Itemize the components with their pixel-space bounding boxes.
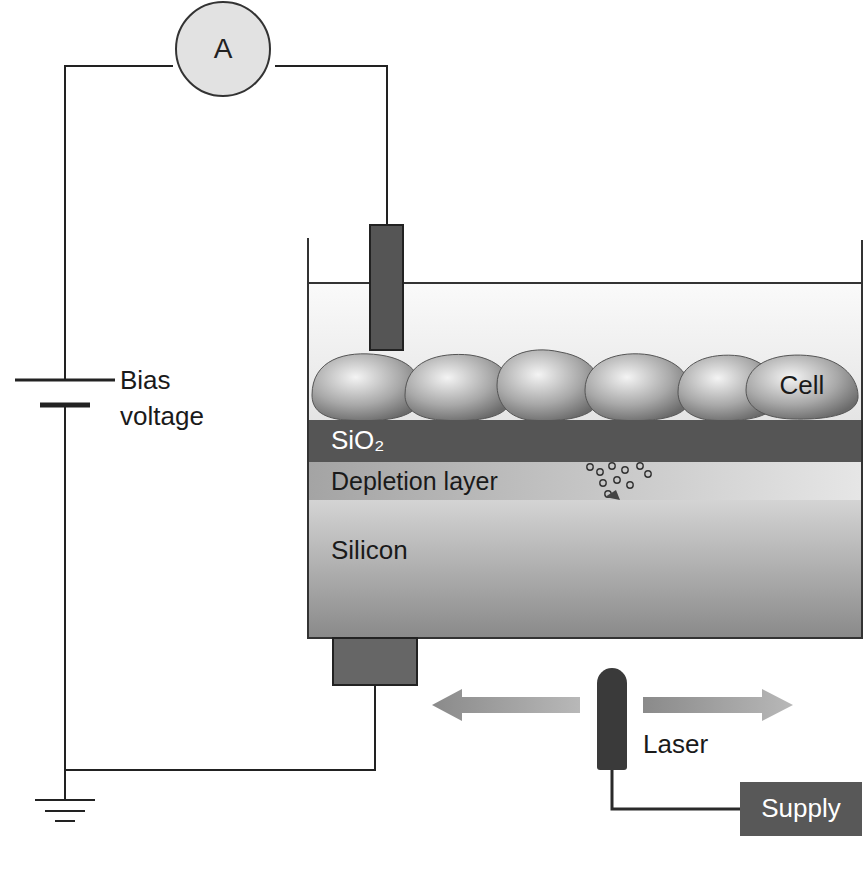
carrier-dot bbox=[622, 467, 628, 473]
bias-voltage-label: Bias voltage bbox=[120, 362, 245, 435]
scan-arrow bbox=[432, 689, 580, 721]
cell-label: Cell bbox=[742, 350, 862, 422]
battery-plate bbox=[15, 379, 115, 382]
carrier-dot bbox=[605, 491, 611, 497]
laser-probe-text: Laser bbox=[643, 730, 673, 760]
carrier-dot bbox=[609, 463, 615, 469]
reference-electrode bbox=[370, 225, 403, 350]
photon-mark bbox=[605, 490, 620, 500]
cells bbox=[312, 350, 777, 421]
carrier-dot bbox=[645, 471, 651, 477]
silicon-substrate: Silicon bbox=[309, 500, 861, 637]
ammeter: A bbox=[173, 0, 273, 98]
wire bbox=[65, 66, 173, 380]
supply-cable bbox=[612, 770, 740, 809]
carrier-dot bbox=[597, 469, 603, 475]
ammeter-circle bbox=[176, 2, 270, 96]
depletion-layer: Depletion layer bbox=[309, 462, 861, 500]
ammeter-text: A bbox=[214, 33, 233, 65]
power-supply: Supply bbox=[740, 782, 862, 836]
power-supply-text: Supply bbox=[761, 794, 841, 824]
label-anchor: Bias voltage bbox=[120, 362, 245, 435]
carrier-dot bbox=[627, 482, 633, 488]
wire bbox=[275, 66, 387, 225]
carrier-dot bbox=[614, 477, 620, 483]
laser-probe: Laser bbox=[597, 668, 627, 770]
silicon-substrate-text: Silicon bbox=[331, 536, 861, 566]
ground-symbol bbox=[35, 800, 95, 821]
depletion-layer-text: Depletion layer bbox=[331, 467, 498, 496]
cell-shape bbox=[746, 355, 858, 419]
cell-label-text: Cell bbox=[780, 371, 825, 401]
carrier-dot bbox=[587, 464, 593, 470]
wire bbox=[64, 770, 66, 800]
carrier-dot bbox=[637, 463, 643, 469]
carrier-dot bbox=[600, 480, 606, 486]
scan-arrow bbox=[643, 689, 793, 721]
oxide-layer: SiO₂ bbox=[309, 420, 861, 462]
back-contact bbox=[333, 638, 417, 685]
oxide-layer-text: SiO₂ bbox=[331, 426, 384, 456]
